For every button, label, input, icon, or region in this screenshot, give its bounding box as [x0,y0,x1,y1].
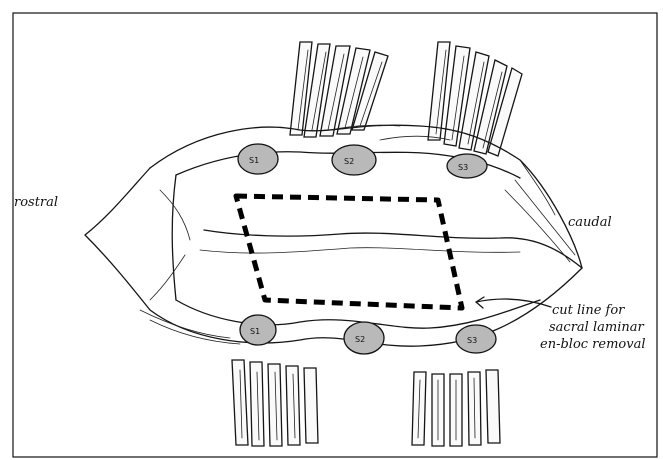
cut-line-label-2: sacral laminar [549,320,644,335]
foramen-lower-s1-label: S1 [250,327,260,336]
rostral-label: rostral [14,195,58,210]
upper-left-retractor [290,42,388,137]
foramen-lower-s3-label: S3 [467,336,477,345]
cut-line-label-1: cut line for [552,303,625,318]
foramen-lower-s1: S1 [240,315,276,345]
laminar-cut-line [236,196,462,308]
foramen-lower-s2-label: S2 [355,335,365,344]
foramen-upper-s2-label: S2 [344,157,354,166]
foramen-lower-s2: S2 [344,322,384,354]
foramen-lower-s3: S3 [456,325,496,353]
foramen-upper-s3: S3 [447,154,487,178]
caudal-label: caudal [568,215,612,230]
lower-right-retractor [412,370,500,446]
foramen-upper-s1: S1 [238,144,278,174]
foramen-upper-s3-label: S3 [458,163,468,172]
lower-left-retractor [232,360,318,446]
cut-line-label-3: en-bloc removal [540,337,646,352]
foramen-upper-s2: S2 [332,145,376,175]
upper-right-retractor [428,42,522,156]
cut-line-pointer [476,297,551,308]
foramen-upper-s1-label: S1 [249,156,259,165]
